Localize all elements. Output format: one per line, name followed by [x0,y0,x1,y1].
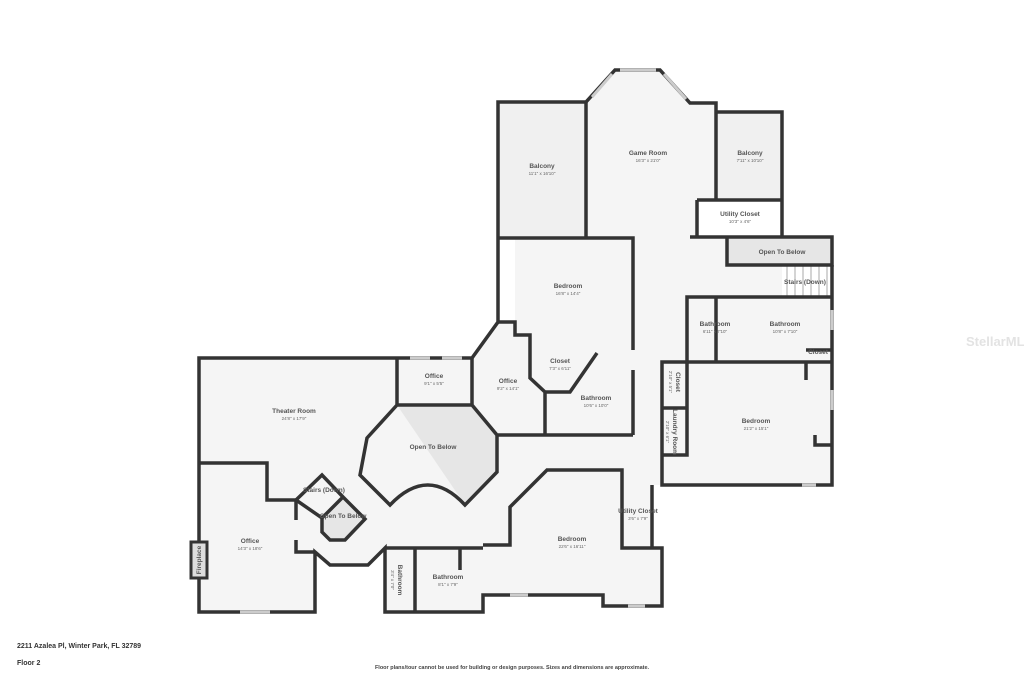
room-name: Bathroom [770,321,801,328]
room-name: Balcony [737,150,763,157]
floor-label: Floor 2 [17,660,41,667]
room-name: Bedroom [558,536,587,543]
room-name: Laundry Room [671,409,678,455]
walls [197,68,834,614]
room-dimensions: 3'6" x 7'9" [628,516,648,521]
room-dimensions: 10'6" x 10'0" [584,403,609,408]
room-name: Utility Closet [618,508,659,515]
room-name: Stairs (Down) [784,279,826,286]
room-name: Bedroom [554,283,583,290]
room-name: Fireplace [196,545,203,574]
room-dimensions: 21'2" x 15'1" [744,426,769,431]
room-name: Utility Closet [720,211,761,218]
watermark: StellarMLS [966,334,1024,349]
room-name: Game Room [629,150,668,157]
room-label: Stairs (Down) [784,279,826,286]
address-label: 2211 Azalea Pl, Winter Park, FL 32789 [17,643,142,650]
room-label: Open To Below [320,513,368,520]
room-name: Bathroom [700,321,731,328]
room-name: Theater Room [272,408,316,415]
room-dimensions: 9'2" x 14'1" [497,386,520,391]
room-dimensions: 7'3" x 6'11" [549,366,571,371]
room-name: Open To Below [320,513,368,520]
room-dimensions: 8'1" x 7'9" [438,582,458,587]
room-name: Closet [674,372,681,393]
disclaimer: Floor plans/tour cannot be used for buil… [374,665,650,671]
room-name: Office [241,538,260,545]
room-dimensions: 6'11" x 7'10" [703,329,728,334]
room-dimensions: 22'6" x 16'11" [559,544,586,549]
room-dimensions: 2'10" x 6'1" [665,421,670,444]
room-name: Bedroom [742,418,771,425]
room-dimensions: 16'3" x 21'0" [636,158,661,163]
room-label: Stairs (Down) [303,487,345,494]
stairs-lines [786,266,828,296]
room-name: Closet [808,349,829,356]
room-name: Closet [550,358,571,365]
room-name: Open To Below [410,444,458,451]
room-dimensions: 2'10" x 5'1" [668,371,673,394]
room-dimensions: 9'1" x 5'5" [424,381,444,386]
room-label: Open To Below [759,249,807,256]
room-dimensions: 14'3" x 18'6" [238,546,263,551]
balcony-right-area [716,112,782,200]
room-name: Office [499,378,518,385]
room-name: Open To Below [759,249,807,256]
room-label: Closet [808,349,829,356]
balcony-left-area [498,102,586,238]
room-name: Stairs (Down) [303,487,345,494]
room-dimensions: 16'8" x 14'4" [556,291,581,296]
room-dimensions: 10'8" x 7'10" [773,329,798,334]
room-label: Open To Below [410,444,458,451]
room-name: Balcony [529,163,555,170]
room-name: Bathroom [433,574,464,581]
room-label: Fireplace [196,545,203,574]
room-dimensions: 3'4" x 7'0" [390,570,395,590]
room-dimensions: 7'11" x 10'10" [737,158,764,163]
open-to-below-center [397,405,497,505]
room-name: Bathroom [581,395,612,402]
room-dimensions: 11'1" x 16'10" [529,171,556,176]
room-name: Office [425,373,444,380]
room-name: Bathroom [396,565,403,596]
room-dimensions: 24'8" x 17'9" [282,416,307,421]
windows [240,68,834,614]
room-dimensions: 10'3" x 4'6" [729,219,752,224]
fireplace [189,540,209,580]
